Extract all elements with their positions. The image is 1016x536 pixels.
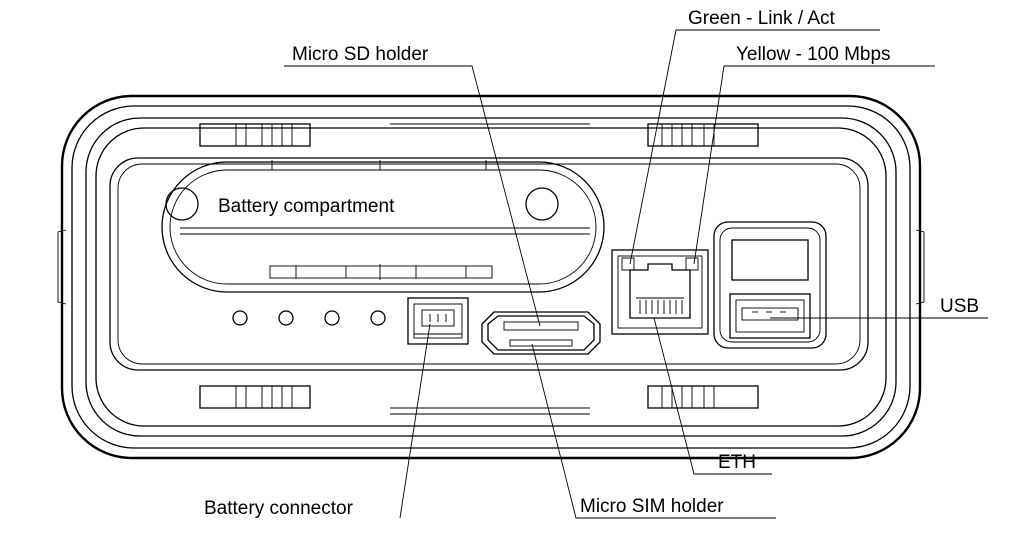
battery-compartment (161, 160, 605, 293)
label-eth: ETH (718, 452, 756, 473)
micro-sim-holder (481, 311, 601, 355)
leader-eth (653, 317, 772, 475)
green-led-indicator (621, 257, 635, 271)
label-micro-sim: Micro SIM holder (580, 496, 724, 517)
leader-green (629, 29, 880, 265)
status-leds (232, 310, 386, 326)
leader-battery-connector (399, 323, 431, 519)
led-3 (324, 310, 340, 326)
eth-port (611, 249, 709, 335)
label-micro-sd: Micro SD holder (292, 44, 429, 65)
battery-connector (407, 297, 469, 345)
top-clips (199, 117, 759, 147)
label-yellow-led: Yellow - 100 Mbps (736, 44, 891, 65)
label-battery-connector: Battery connector (204, 498, 354, 519)
label-usb: USB (940, 296, 979, 317)
led-1 (232, 310, 248, 326)
leader-yellow (693, 65, 935, 265)
usb-port (713, 221, 827, 349)
yellow-led-indicator (685, 257, 699, 271)
device-housing (57, 94, 925, 460)
label-green-led: Green - Link / Act (688, 8, 836, 29)
led-4 (370, 310, 386, 326)
bottom-clips (199, 385, 759, 415)
leader-lines (284, 29, 988, 519)
leader-micro-sim (531, 343, 776, 519)
inner-panel (109, 157, 869, 371)
label-battery-compartment: Battery compartment (218, 196, 395, 217)
led-2 (278, 310, 294, 326)
leader-micro-sd (284, 65, 541, 327)
